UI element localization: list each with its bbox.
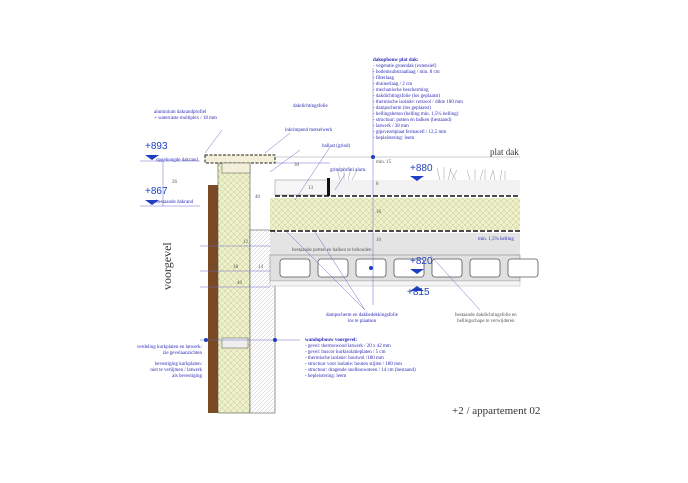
label-bevestiging: bevestiging kurkplaten:niet te verlijmen… — [130, 362, 202, 380]
roof-buildup-legend: dakopbouw plat dak: - vegetatie groendak… — [373, 58, 463, 142]
label-metselwerk: inkrimpend metselwerk — [285, 128, 333, 133]
dim-10: 10 — [376, 238, 381, 243]
ceiling — [269, 280, 521, 287]
label-line: verdeling kurkplaten en latwerk: — [136, 345, 202, 350]
roof-buildup-title: dakopbouw plat dak: — [373, 58, 419, 63]
label-line: zie gevelaanzichten — [162, 351, 202, 356]
legend-item: - filterlaag — [373, 76, 394, 81]
roof-edge-beam — [221, 162, 251, 174]
slab-pot — [469, 258, 501, 278]
label-line: dampscherm en dakbedekkingsfolie — [326, 313, 398, 318]
dim-13: 13 — [308, 186, 313, 191]
dim-8: 8 — [376, 182, 379, 187]
dim-min-15: min. 15 — [376, 160, 392, 165]
legend-item: - structuur: dragende snelbouwsteen / 14… — [305, 368, 416, 373]
label-verdeling: verdeling kurkplaten en latwerk:zie geve… — [130, 345, 202, 357]
green-roof-substrate — [330, 180, 520, 195]
legend-item: - gevel: thermowood latwerk / 20 x 42 mm — [305, 344, 391, 349]
dim-18-roof: 18 — [376, 210, 381, 215]
legend-item: - structuur: potten en balken (bestaand) — [373, 118, 452, 123]
level-880: +880 — [410, 163, 433, 174]
roof-edge — [204, 154, 276, 164]
legend-item: - bepleistering: leem — [305, 374, 347, 379]
sloping-concrete — [270, 233, 520, 255]
wall-cladding — [208, 185, 218, 413]
legend-item: - gevel: buscor kurkisolatieplaten / 5 c… — [305, 350, 386, 355]
slab-pots — [279, 258, 539, 278]
label-opgehoogde-dakrand: opgehoogde dakrand — [156, 158, 198, 163]
legend-item: - thermische isolatie: houtwol /180 mm — [305, 356, 384, 361]
roof-insulation — [270, 198, 520, 230]
legend-item: - bepleistering: leem — [373, 136, 415, 141]
gravel-ballast — [274, 179, 331, 196]
legend-item: - thermische isolatie: rotswol / dikte 1… — [373, 100, 463, 105]
label-ballast: ballast (grind) — [322, 144, 351, 149]
label-line: los te plaatsen — [347, 319, 377, 324]
label-potten-balken: bestaande potten en balken te behouden — [292, 248, 372, 253]
dim-18: 18 — [233, 265, 238, 270]
label-bestaande-dakrand: bestaande dakrand — [156, 200, 194, 205]
label-line: hellingschape te verwijderen — [457, 319, 515, 324]
slab-pot — [317, 258, 349, 278]
label-helling: min. 1,5% helling — [478, 237, 514, 242]
legend-item: - gipsvezelplaat fermacell / 12,5 mm — [373, 130, 447, 135]
label-line: als bevestiging — [172, 374, 202, 379]
label-dakdichtingsfolie: dakdichtingsfolie — [293, 104, 328, 109]
level-815: +815 — [407, 287, 430, 298]
legend-item: - dakdichtingsfolie (los geplaatst) — [373, 94, 441, 99]
level-893: +893 — [145, 141, 168, 152]
label-dakrandprofiel: aluminium dakrandprofiel+ waterraste mul… — [154, 110, 217, 122]
dim-26: 26 — [172, 180, 177, 185]
dim-30: 30 — [294, 163, 299, 168]
legend-item: - hellingsbeton (helling min. 1,5% helli… — [373, 112, 459, 117]
legend-item: - dampscherm (los geplaatst) — [373, 106, 431, 111]
label-line: bevestiging kurkplaten: — [154, 362, 202, 367]
label-line: + waterraste multiplex / 18 mm — [154, 116, 217, 121]
legend-item: - structuur voor isolatie: houten stijle… — [305, 362, 402, 367]
dim-40-top: 40 — [255, 195, 260, 200]
label-plat-dak: plat dak — [490, 147, 519, 157]
wall-buildup-legend: wandopbouw voorgevel: - gevel: thermowoo… — [305, 338, 416, 380]
legend-item: - bodemsubstraatlaag / min. 8 cm — [373, 70, 440, 75]
slab-pot — [279, 258, 311, 278]
dim-14: 14 — [258, 265, 263, 270]
legend-item: - latwerk / 38 mm — [373, 124, 409, 129]
level-820: +820 — [410, 256, 433, 267]
dim-12: 12 — [243, 240, 248, 245]
legend-item: - drainerlaag / 2 cm — [373, 82, 413, 87]
gravel-profile — [327, 178, 330, 196]
label-line: aluminium dakrandprofiel — [154, 110, 207, 115]
dim-40: 40 — [237, 281, 242, 286]
slab-pot — [431, 258, 463, 278]
label-line: niet te verlijmen / latwerk — [150, 368, 202, 373]
label-grindprofiel: grindprofiel alum. — [330, 168, 367, 173]
label-line: bestaande dakdichtingsfolie en — [455, 313, 517, 318]
wall-buildup-title: wandopbouw voorgevel: — [305, 338, 358, 343]
dim-5: 5 — [213, 265, 216, 270]
level-867: +867 — [145, 186, 168, 197]
drawing-title: +2 / appartement 02 — [452, 405, 541, 417]
label-voorgevel: voorgevel — [160, 242, 174, 290]
wall-batten — [221, 337, 249, 349]
slab-pot — [507, 258, 539, 278]
wall-insulation — [217, 162, 251, 414]
vegetation — [336, 167, 506, 181]
legend-item: - mechanische bescherming — [373, 88, 429, 93]
dim-8-wall: 8 — [211, 240, 214, 245]
legend-item: - vegetatie groendak (extensief) — [373, 64, 437, 69]
